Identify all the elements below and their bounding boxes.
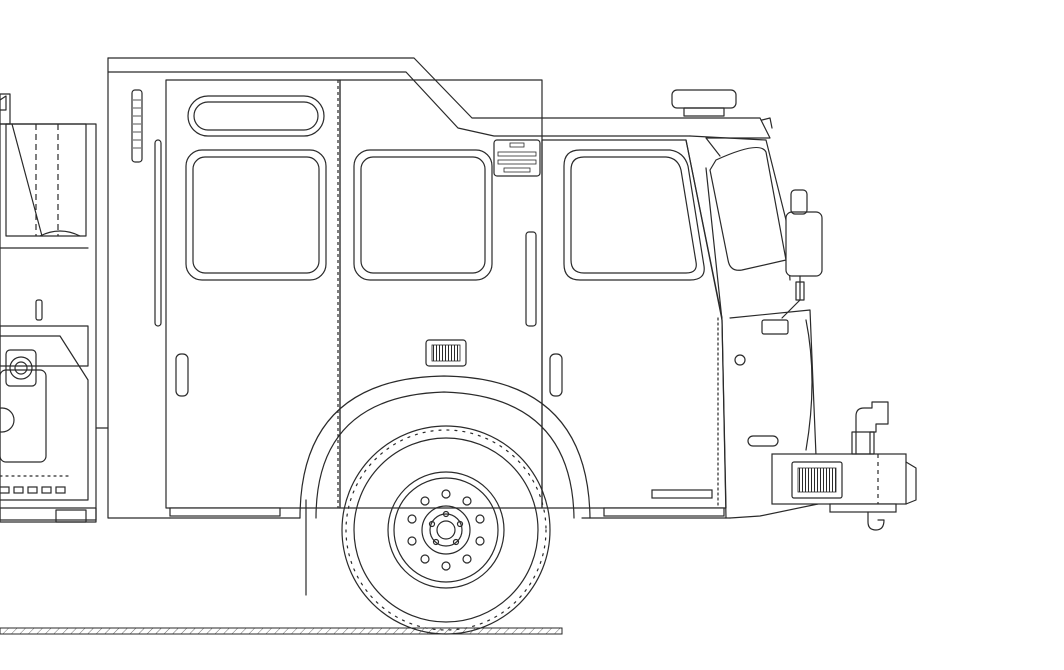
switch-panel [493,139,541,177]
side-marker-light [131,89,143,163]
ground-strip [0,627,563,635]
grab-handle-rear [154,139,162,327]
rear-door-handle [175,353,189,397]
upper-rear-window [187,95,325,137]
wheel-lugs [407,489,485,571]
middle-crew-door [339,79,543,509]
nameplate [651,489,713,499]
rear-crew-door [165,79,341,517]
front-cab-door [541,139,727,517]
roof-light-bar [671,89,773,129]
front-door-window [563,149,705,281]
pump-module [0,93,97,523]
side-mirror [734,189,823,447]
tow-hook [867,511,885,531]
middle-door-window [353,149,493,281]
control-buttons [0,486,66,494]
rear-door-window [185,149,327,281]
middle-door-handle [525,231,537,327]
hub-studs [428,510,464,546]
front-wheel [341,425,551,635]
front-bumper [771,401,917,531]
front-door-handle [549,353,563,397]
